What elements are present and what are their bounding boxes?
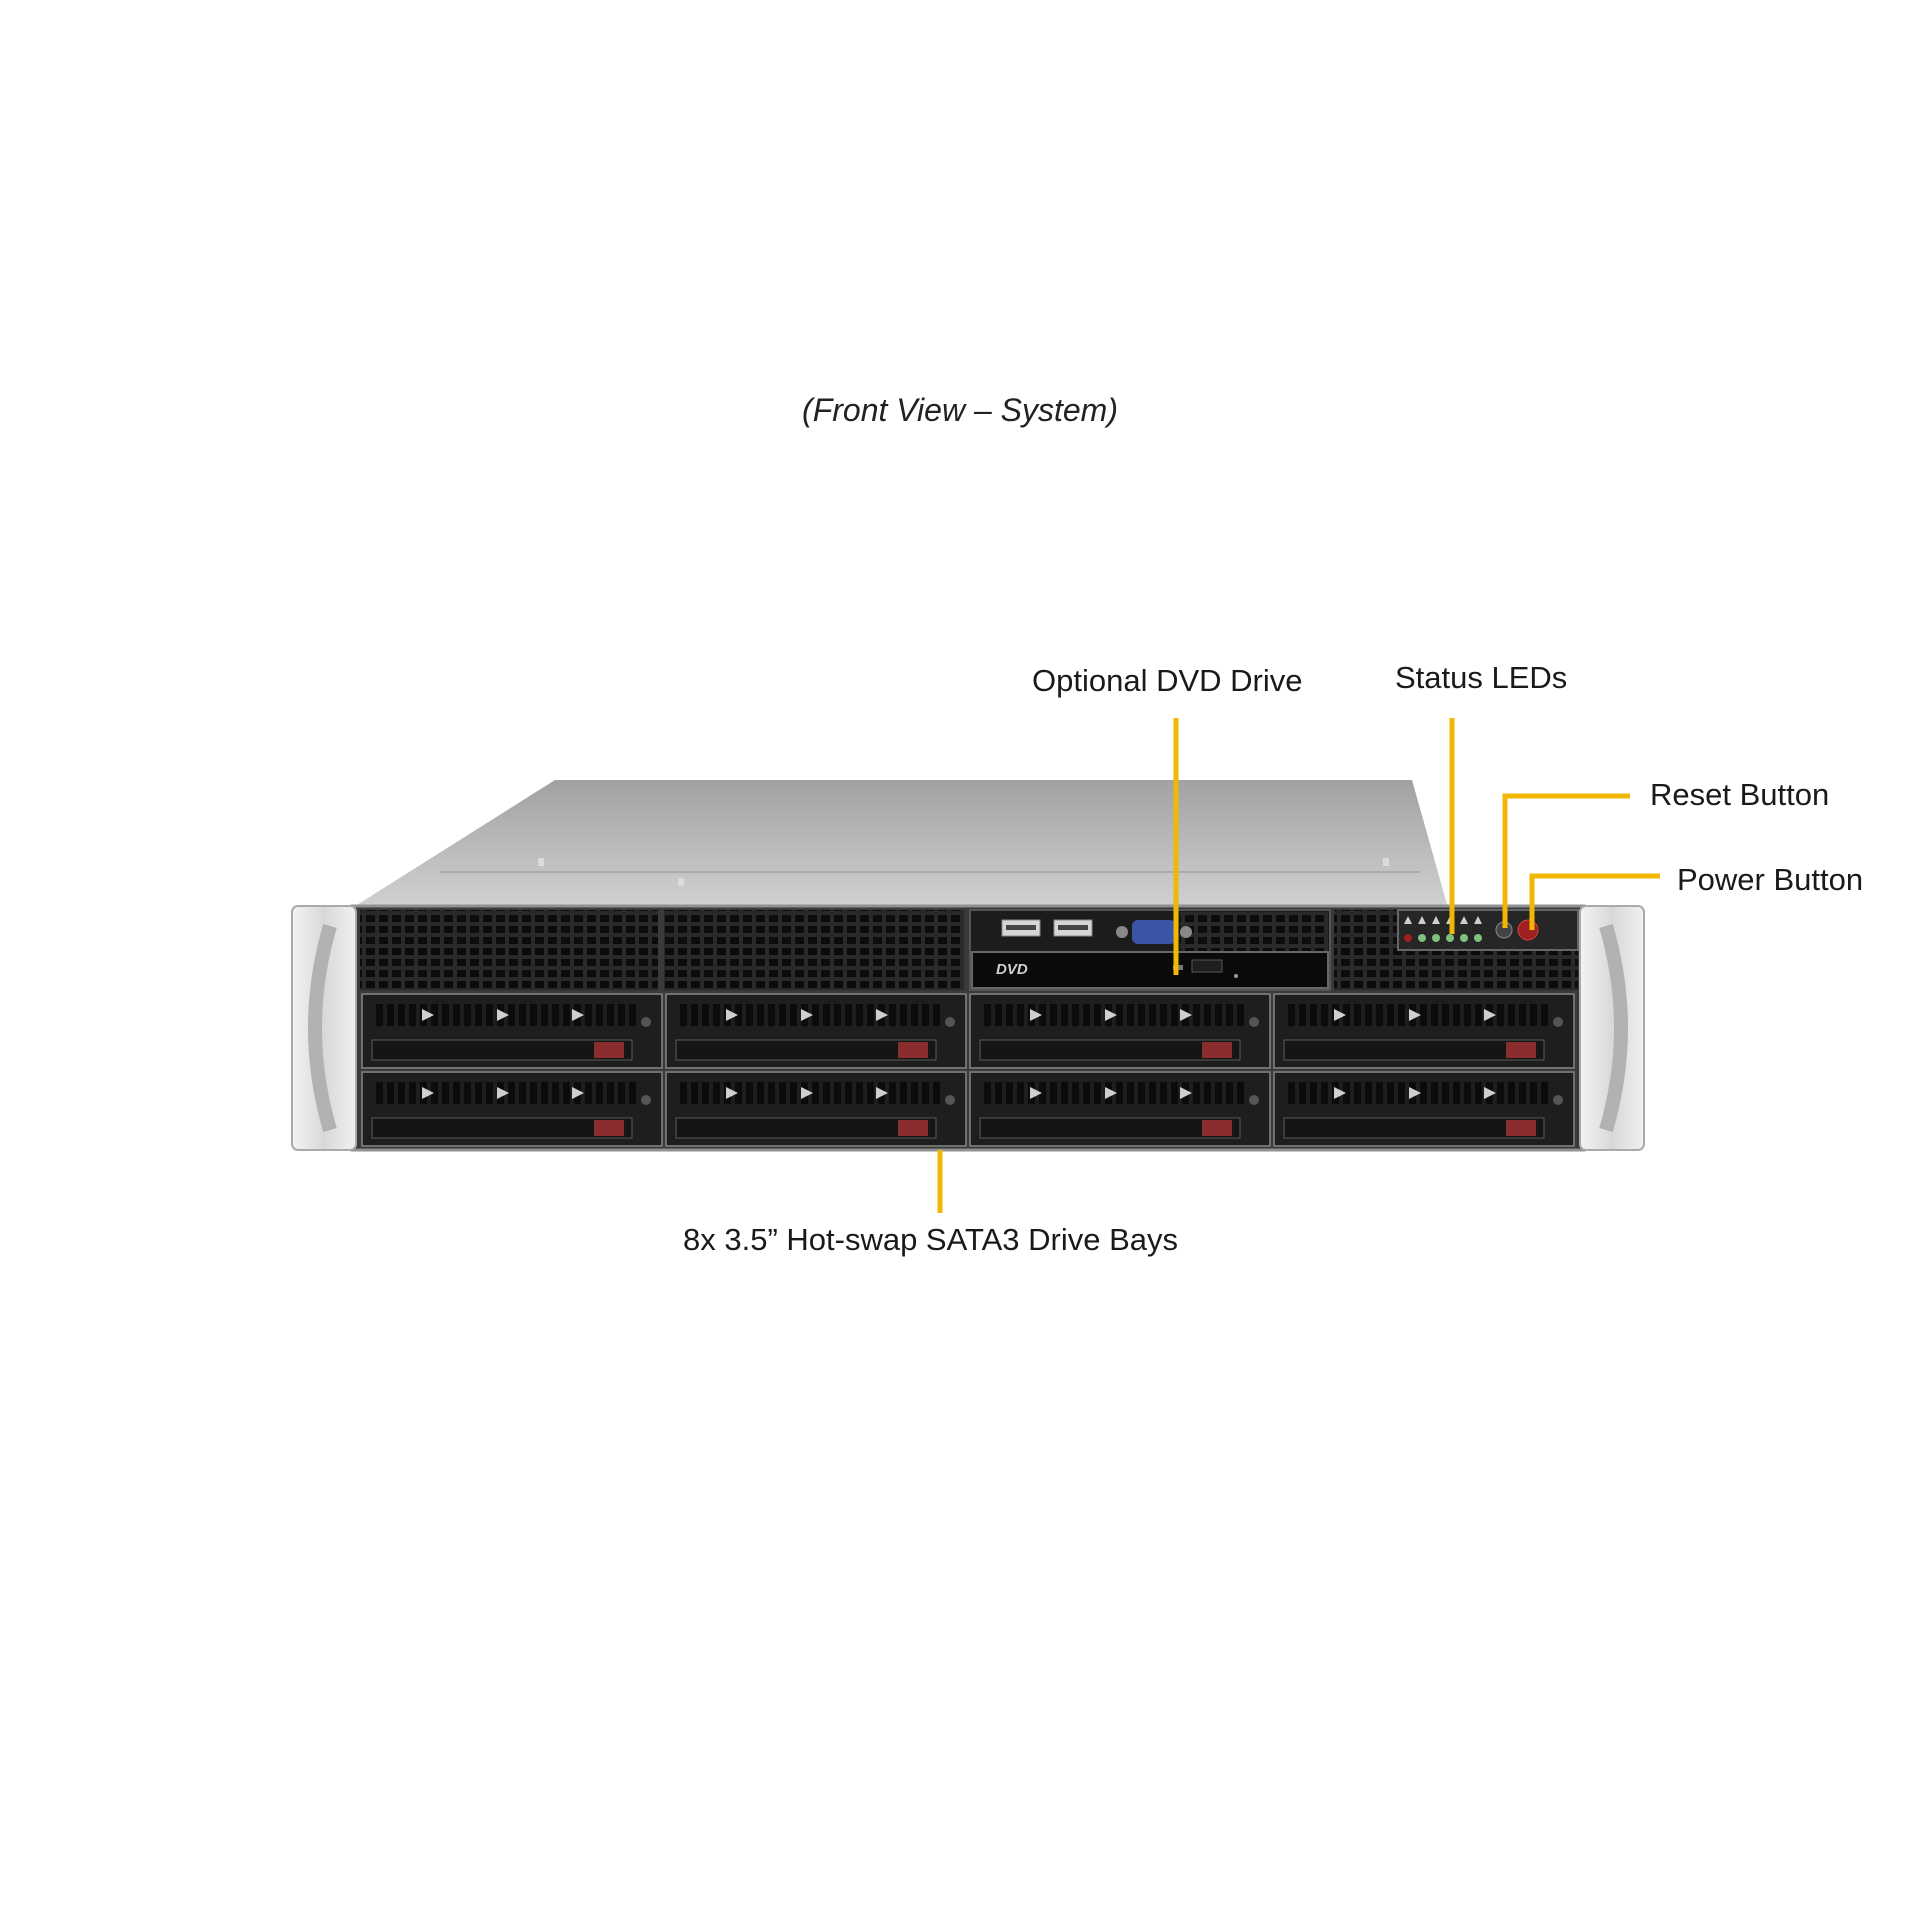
- callout-dvd-drive: Optional DVD Drive: [1032, 663, 1303, 698]
- control-panel: [1397, 909, 1579, 951]
- left-handle: [291, 905, 357, 1151]
- dvd-logo: DVD: [996, 961, 1028, 978]
- drive-latch[interactable]: [1202, 1042, 1232, 1058]
- drive-bay[interactable]: [361, 993, 663, 1069]
- drive-bay[interactable]: [1273, 993, 1575, 1069]
- status-led: [1446, 934, 1454, 942]
- status-led: [1418, 934, 1426, 942]
- leader-power: [1529, 873, 1660, 930]
- status-led: [1474, 934, 1482, 942]
- leader-reset: [1502, 793, 1630, 928]
- vga-port: [1116, 920, 1192, 944]
- callout-drive-bays: 8x 3.5” Hot-swap SATA3 Drive Bays: [683, 1222, 1179, 1257]
- leader-lines: [937, 718, 1660, 1213]
- drive-bay[interactable]: [969, 993, 1271, 1069]
- drive-latch[interactable]: [594, 1120, 624, 1136]
- drive-bay[interactable]: [361, 1071, 663, 1147]
- callout-power-button: Power Button: [1677, 862, 1864, 897]
- right-handle: [1579, 905, 1645, 1151]
- status-led: [1404, 934, 1412, 942]
- drive-latch[interactable]: [1506, 1042, 1536, 1058]
- drive-latch[interactable]: [898, 1120, 928, 1136]
- drive-latch[interactable]: [898, 1042, 928, 1058]
- dvd-drive[interactable]: DVD: [971, 951, 1329, 989]
- drive-bay[interactable]: [665, 993, 967, 1069]
- drive-latch[interactable]: [594, 1042, 624, 1058]
- io-dvd-module: DVD: [969, 909, 1331, 991]
- vent-panel-left: [360, 910, 658, 990]
- figure-caption: (Front View – System): [802, 392, 1118, 428]
- drive-latch[interactable]: [1506, 1120, 1536, 1136]
- callout-reset-button: Reset Button: [1650, 777, 1830, 812]
- vent-panel-center: [664, 910, 964, 990]
- power-button[interactable]: [1517, 919, 1539, 941]
- status-led: [1432, 934, 1440, 942]
- callout-status-leds: Status LEDs: [1395, 660, 1568, 695]
- drive-bay[interactable]: [665, 1071, 967, 1147]
- chassis-top: [352, 780, 1448, 908]
- drive-bay[interactable]: [1273, 1071, 1575, 1147]
- drive-bay[interactable]: [969, 1071, 1271, 1147]
- drive-latch[interactable]: [1202, 1120, 1232, 1136]
- status-led: [1460, 934, 1468, 942]
